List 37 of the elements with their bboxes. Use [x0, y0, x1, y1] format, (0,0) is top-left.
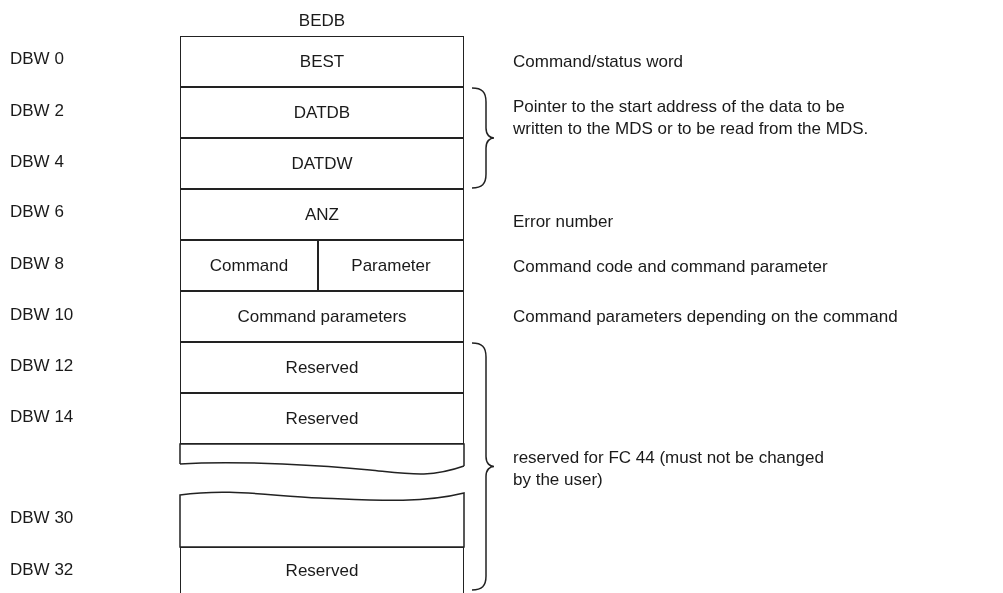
- table-cell: [180, 291, 464, 342]
- address-label: DBW 30: [10, 507, 74, 529]
- field-name: Command: [209, 255, 289, 276]
- table-cell: [180, 36, 464, 87]
- field-name: DATDW: [291, 153, 353, 174]
- address-label: DBW 6: [10, 201, 64, 223]
- field-name: Reserved: [285, 357, 359, 378]
- table-cell: [180, 547, 464, 593]
- table-cell: [180, 189, 464, 240]
- table-cell: [180, 87, 464, 138]
- description-text: Command/status word: [513, 51, 684, 73]
- field-name: Reserved: [285, 408, 359, 429]
- field-name: ANZ: [305, 204, 339, 225]
- address-label: DBW 10: [10, 304, 74, 326]
- description-text: Command code and command parameter: [513, 256, 828, 278]
- address-label: DBW 2: [10, 100, 64, 122]
- table-cell: [180, 393, 464, 444]
- table-cell: [180, 138, 464, 189]
- address-label: DBW 4: [10, 151, 64, 173]
- field-name: DATDB: [293, 102, 351, 123]
- field-name: BEST: [299, 51, 345, 72]
- description-text: reserved for FC 44 (must not be changed by the user): [513, 447, 825, 491]
- address-label: DBW 32: [10, 559, 74, 581]
- description-text: Error number: [513, 211, 614, 233]
- table-cell: [318, 240, 464, 291]
- field-name: Reserved: [285, 560, 359, 581]
- table-cell: [180, 240, 318, 291]
- field-name: Command parameters: [237, 306, 407, 327]
- field-name: Parameter: [351, 255, 431, 276]
- address-label: DBW 14: [10, 406, 74, 428]
- description-text: Pointer to the start address of the data to be written to the MDS or to be read from the MDS.: [513, 96, 870, 140]
- table-cell: [180, 342, 464, 393]
- description-text: Command parameters depending on the command: [513, 306, 898, 328]
- address-label: DBW 0: [10, 48, 64, 70]
- block-title: BEDB: [298, 10, 346, 32]
- address-label: DBW 8: [10, 253, 64, 275]
- address-label: DBW 12: [10, 355, 74, 377]
